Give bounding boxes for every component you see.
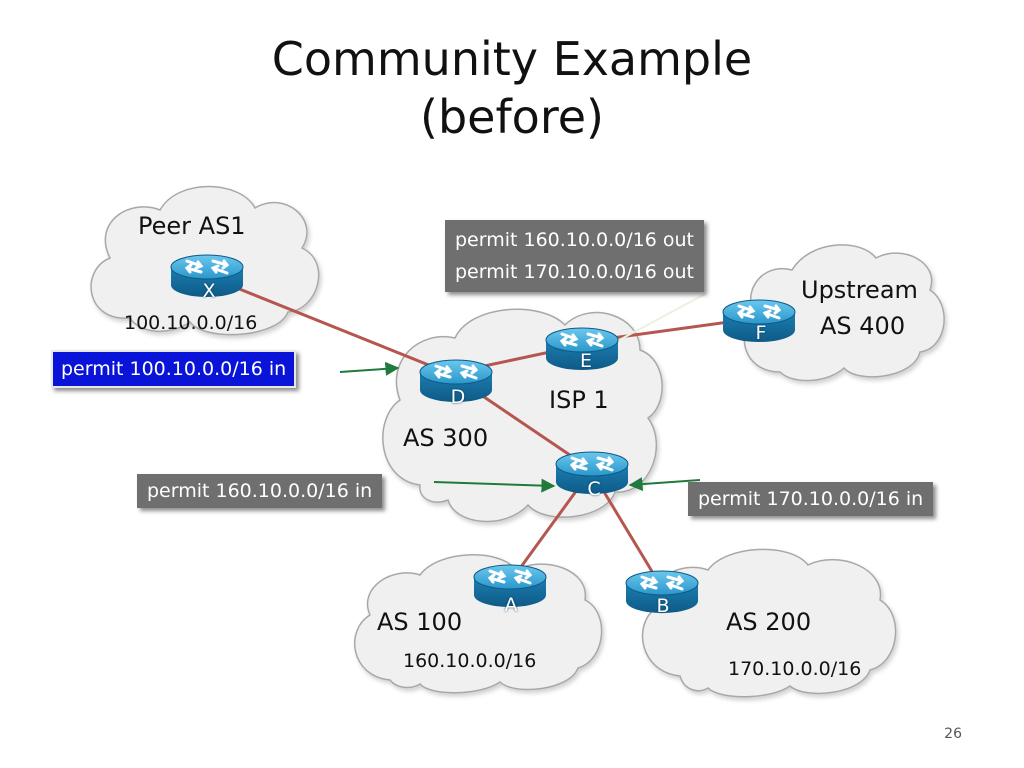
as200-prefix-label: 170.10.0.0/16: [728, 658, 862, 680]
policy-as100-in: permit 160.10.0.0/16 in: [137, 474, 383, 508]
cloud-isp: [382, 308, 663, 523]
upstream-label-line1: Upstream: [801, 276, 918, 304]
arrow-peer-in: [339, 361, 400, 376]
as100-prefix-label: 160.10.0.0/16: [403, 650, 537, 672]
slide-title: Community Example (before): [0, 30, 1024, 146]
policy-peer-in: permit 100.10.0.0/16 in: [51, 350, 297, 388]
peer-as-label: Peer AS1: [138, 212, 246, 240]
isp-label: ISP 1: [549, 386, 609, 414]
page-number: 26: [944, 726, 962, 742]
upstream-policy-connector: [609, 293, 706, 346]
as100-label: AS 100: [377, 608, 463, 636]
arrow-as200-in: [628, 477, 701, 492]
policy-upstream-out: permit 160.10.0.0/16 out permit 170.10.0…: [445, 220, 704, 292]
policy-as100-in-text: permit 160.10.0.0/16 in: [147, 480, 373, 502]
upstream-label-line2: AS 400: [820, 312, 906, 340]
policy-as200-in: permit 170.10.0.0/16 in: [688, 482, 934, 516]
router-b-label: B: [656, 595, 670, 617]
title-line-2: (before): [420, 90, 604, 144]
title-line-1: Community Example: [271, 32, 753, 86]
router-a-label: A: [504, 594, 518, 616]
router-c-label: C: [587, 478, 601, 500]
as200-label: AS 200: [726, 608, 812, 636]
router-f-label: F: [755, 322, 767, 344]
router-d-label: D: [450, 386, 466, 408]
policy-peer-in-text: permit 100.10.0.0/16 in: [61, 358, 287, 380]
link-x-d: [211, 276, 457, 378]
isp-as-label: AS 300: [403, 424, 489, 452]
peer-prefix-label: 100.10.0.0/16: [124, 312, 258, 334]
router-x-label: X: [202, 280, 216, 302]
policy-as200-in-text: permit 170.10.0.0/16 in: [698, 488, 924, 510]
arrow-as100-in: [433, 478, 556, 493]
policy-upstream-out-line2: permit 170.10.0.0/16 out: [455, 261, 694, 283]
router-e-label: E: [579, 350, 592, 372]
policy-upstream-out-line1: permit 160.10.0.0/16 out: [455, 229, 694, 251]
